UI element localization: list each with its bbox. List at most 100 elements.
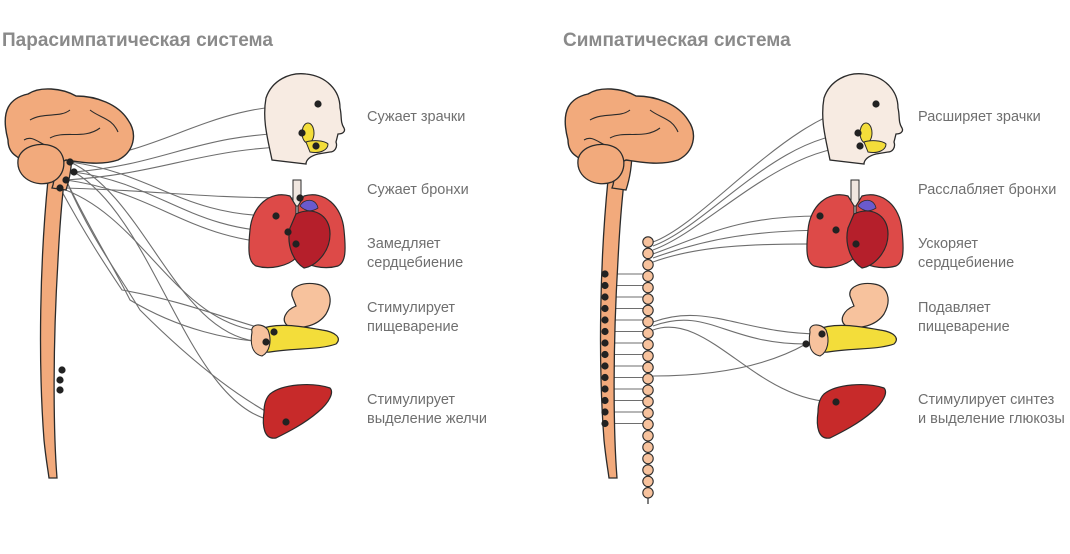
nerve-ending	[296, 194, 304, 202]
spinal-outlet-dot	[601, 385, 609, 393]
nerve-fiber	[65, 179, 287, 423]
nerve-fiber	[73, 171, 287, 423]
chain-ganglion	[642, 259, 654, 271]
chain-ganglion	[642, 475, 654, 488]
chain-ganglion	[642, 418, 654, 431]
nerve-ending	[262, 338, 270, 346]
nerve-ending	[270, 328, 278, 336]
nerve-ending	[872, 100, 880, 108]
head-silhouette	[822, 73, 904, 165]
trachea	[292, 179, 302, 207]
aorta	[857, 199, 877, 212]
sacral-dot	[56, 386, 64, 394]
right-head	[822, 73, 904, 165]
stomach	[283, 282, 331, 329]
mouth-glands	[863, 140, 887, 153]
chain-ganglion	[642, 430, 654, 442]
ear	[859, 122, 873, 144]
chain-ganglion	[642, 350, 654, 362]
ganglion-dot	[66, 158, 74, 166]
left-label-heart: Замедляет сердцебиение	[367, 235, 463, 273]
sacral-dot	[58, 366, 66, 374]
organ-layer	[4, 73, 904, 504]
chain-ganglion	[642, 338, 654, 351]
spinal-outlet-dot	[601, 373, 609, 382]
right-label-digestion: Подавляет пищеварение	[918, 299, 1010, 337]
right-label-bronchi: Расслабляет бронхи	[918, 181, 1056, 200]
nerve-fiber	[652, 319, 807, 345]
nerve-fiber	[69, 161, 277, 217]
nerve-ending	[314, 100, 322, 108]
heart	[846, 210, 889, 269]
cerebellum	[17, 143, 65, 185]
nerve-ending	[852, 240, 860, 248]
left-label-bile: Стимулирует выделение желчи	[367, 391, 487, 429]
spinal-outlet-dot	[601, 350, 609, 359]
chain-ganglion	[642, 247, 654, 260]
liver	[816, 384, 887, 439]
right-brain	[564, 88, 695, 479]
chain-ganglion	[642, 384, 654, 396]
nerve-ending	[854, 129, 862, 137]
trachea	[850, 179, 860, 207]
spinal-outlet-dot	[601, 270, 609, 278]
spinal-outlet-dot	[601, 327, 609, 336]
label-line: пищеварение	[367, 319, 459, 335]
left-label-bronchi: Сужает бронхи	[367, 181, 469, 200]
nerve-ending	[272, 212, 280, 220]
spinal-outlet-dot	[601, 339, 609, 347]
nerve-fiber	[652, 326, 837, 403]
nerve-ending	[816, 212, 824, 220]
label-line: Сужает зрачки	[367, 109, 466, 125]
spinal-outlet-dot	[601, 316, 609, 324]
spinal-outlet-dot	[601, 293, 609, 301]
chain-ganglion	[642, 361, 654, 374]
right-label-pupils: Расширяет зрачки	[918, 108, 1041, 127]
label-line: пищеварение	[918, 319, 1010, 335]
nerve-fiber	[59, 187, 301, 199]
spinal-outlet-dot	[601, 304, 609, 313]
chain-ganglion	[642, 270, 654, 282]
nerve-ending	[832, 226, 840, 234]
left-lungs	[248, 179, 346, 269]
heart	[288, 210, 331, 269]
aorta	[299, 199, 319, 212]
left-lung	[248, 194, 297, 269]
nerve-ending	[818, 330, 826, 338]
nerve-ending	[832, 398, 840, 406]
left-liver	[262, 384, 333, 439]
chain-ganglion	[642, 236, 654, 248]
chain-ganglion	[642, 327, 654, 339]
nerve-layer	[59, 103, 877, 424]
nerve-fiber	[652, 215, 821, 255]
ganglion-dot	[62, 176, 70, 184]
label-line: Ускоряет	[918, 236, 979, 252]
nerve-ending	[284, 228, 292, 236]
nerve-fiber	[652, 314, 823, 335]
chain-ganglion	[642, 487, 654, 499]
chain-ganglion	[642, 452, 654, 465]
chain-ganglion	[642, 293, 654, 305]
right-label-glucose: Стимулирует синтез и выделение глюкозы	[918, 391, 1065, 429]
chain-ganglion	[642, 441, 654, 453]
left-brain	[4, 88, 135, 479]
label-line: Стимулирует синтез	[918, 392, 1055, 408]
left-label-pupils: Сужает зрачки	[367, 108, 465, 127]
stomach	[841, 282, 889, 329]
label-line: и выделение глюкозы	[918, 411, 1065, 427]
brain-folds	[583, 109, 679, 149]
nerve-fiber	[69, 161, 267, 343]
ganglion-dot	[70, 168, 78, 176]
sacral-dot	[56, 376, 64, 384]
right-gut	[808, 282, 897, 357]
chain-ganglion	[642, 373, 654, 385]
left-head	[264, 73, 346, 165]
chain-ganglion	[642, 281, 654, 294]
right-label-heart: Ускоряет сердцебиение	[918, 235, 1014, 273]
nerve-ending	[312, 142, 320, 150]
duodenum	[250, 324, 271, 357]
nerve-ending	[298, 129, 306, 137]
nerve-ending	[802, 340, 810, 348]
nerve-fiber	[59, 187, 275, 333]
spinal-outlet-dot	[601, 419, 609, 428]
